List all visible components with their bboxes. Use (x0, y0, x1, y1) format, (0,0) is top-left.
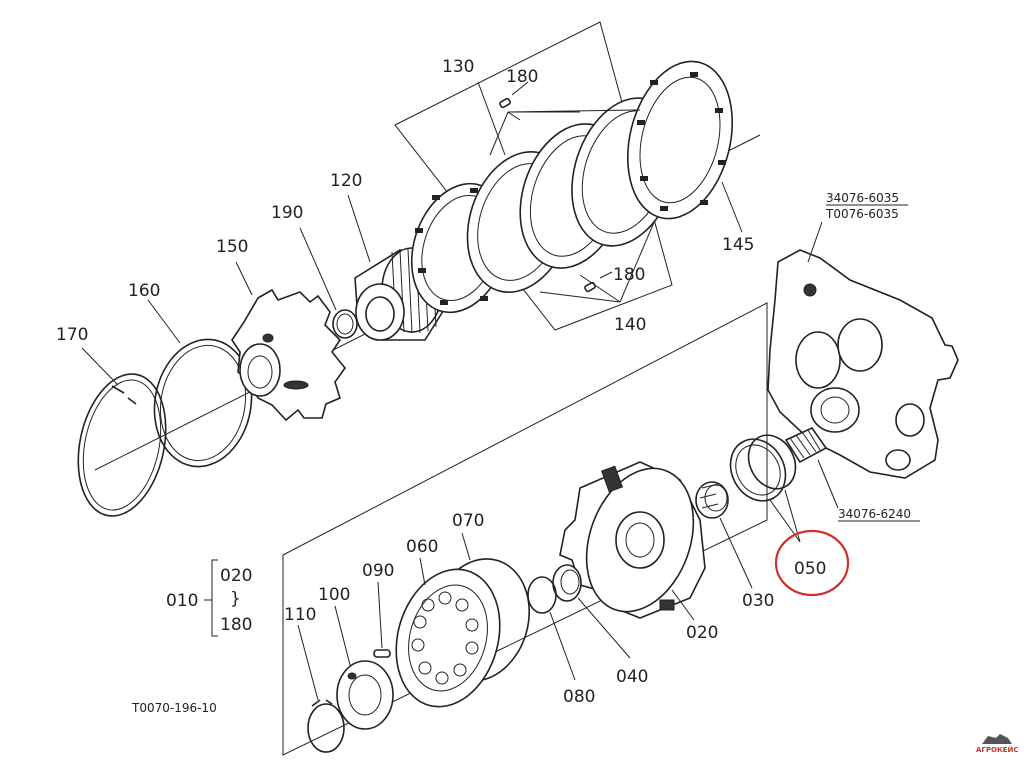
label-050: 050 (794, 559, 826, 579)
leader-180-top-fan (489, 109, 641, 156)
part-150-plate (231, 288, 347, 422)
part-020-clutch-drum (559, 461, 706, 619)
label-housing-b: T0076-6035 (825, 207, 899, 221)
label-030: 030 (742, 591, 774, 611)
label-145: 145 (722, 235, 754, 255)
label-180-bottom: 180 (613, 265, 645, 285)
leader-130 (477, 81, 506, 156)
leader-040 (577, 597, 631, 659)
watermark-text: АГРОКЕЙС (976, 745, 1018, 754)
label-150: 150 (216, 237, 248, 257)
label-080: 080 (563, 687, 595, 707)
label-070: 070 (452, 511, 484, 531)
label-100: 100 (318, 585, 350, 605)
label-160: 160 (128, 281, 160, 301)
leader-030 (719, 517, 753, 589)
leader-120 (347, 194, 371, 263)
leader-070 (461, 532, 471, 561)
label-110: 110 (284, 605, 316, 625)
label-180-top: 180 (506, 67, 538, 87)
highlight-050-circle (774, 529, 850, 597)
leader-170 (81, 347, 119, 386)
leader-145 (721, 181, 743, 233)
leader-180-top (511, 81, 529, 96)
leader-160 (147, 299, 181, 344)
label-shaft: 34076-6240 (838, 507, 911, 521)
leader-180-bottom (599, 271, 613, 279)
label-130: 130 (442, 57, 474, 77)
label-040: 040 (616, 667, 648, 687)
range-bracket (204, 559, 218, 637)
part-030-needle-bearing (695, 481, 729, 519)
watermark-logo: АГРОКЕЙС (976, 734, 1018, 754)
part-190-small-ring (332, 309, 358, 339)
label-170: 170 (56, 325, 88, 345)
part-170-snap-ring (77, 373, 167, 517)
leader-housing (807, 221, 823, 263)
leader-090 (377, 581, 383, 649)
leader-150 (235, 261, 253, 296)
leader-190 (299, 227, 337, 311)
label-090: 090 (362, 561, 394, 581)
label-190: 190 (271, 203, 303, 223)
part-160-ring (153, 338, 253, 468)
part-060-piston (395, 568, 501, 708)
label-housing-a: 34076-6035 (826, 191, 899, 205)
label-020: 020 (686, 623, 718, 643)
leader-140-fan (539, 219, 656, 303)
leader-shaft (817, 459, 839, 509)
label-range-180: 180 (220, 615, 252, 635)
shaft-34076-6240 (784, 426, 828, 464)
housing-34076-6035 (767, 249, 959, 479)
label-120: 120 (330, 171, 362, 191)
leader-100 (334, 605, 351, 666)
lower-group-frame (282, 302, 768, 756)
leader-080 (549, 611, 576, 681)
drawing-code: T0070-196-10 (131, 701, 217, 715)
part-040-bearing (552, 564, 582, 602)
part-110-snap-ring (307, 699, 345, 753)
leader-060 (419, 557, 426, 586)
part-145-end-plate (626, 60, 734, 220)
label-140: 140 (614, 315, 646, 335)
label-010: 010 (166, 591, 198, 611)
leader-020 (671, 589, 695, 621)
label-060: 060 (406, 537, 438, 557)
label-range-020: 020 (220, 566, 252, 586)
part-090-pin (373, 649, 391, 658)
label-range-sep: } (230, 589, 241, 609)
part-100-plate (336, 660, 394, 730)
part-080-o-ring (527, 576, 557, 614)
leader-110 (297, 624, 319, 701)
part-050-seal-rings (729, 434, 797, 502)
